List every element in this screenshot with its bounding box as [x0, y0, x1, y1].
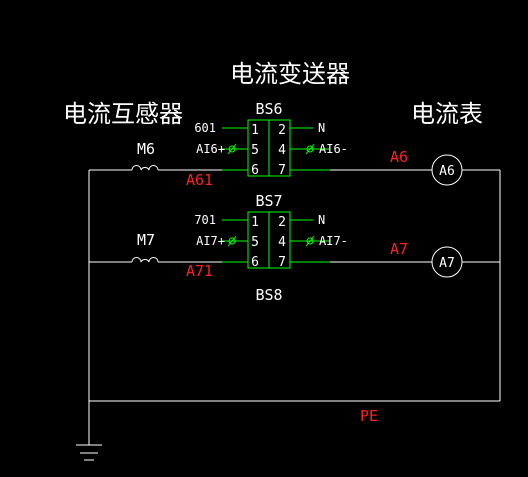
pin-number: 1	[251, 215, 259, 230]
ammeter-label: A6	[439, 164, 455, 179]
heading-transformer: 电流互感器	[63, 100, 183, 128]
pin-number: 6	[251, 163, 259, 178]
pin-number: 5	[251, 235, 259, 250]
signal-label: N	[318, 121, 325, 135]
slashed-circle-terminal-icon	[305, 143, 315, 155]
transmitter-bs6: BS6 1 2 5 4 6 7 601 AI6+ N AI6-	[194, 100, 348, 178]
heading-transmitter: 电流变送器	[230, 60, 350, 88]
slashed-circle-terminal-icon	[305, 235, 315, 247]
transmitter-bs8-name: BS8	[255, 286, 282, 304]
signal-label: AI6+	[196, 142, 225, 156]
ground-icon	[76, 444, 102, 461]
pin-number: 4	[278, 235, 286, 250]
transformer-m6: M6	[131, 140, 159, 171]
pin-number: 6	[251, 255, 259, 270]
signal-label: 701	[194, 213, 216, 227]
slashed-circle-terminal-icon	[227, 235, 237, 247]
signal-label: AI7+	[196, 234, 225, 248]
net-label-pe: PE	[360, 407, 378, 425]
ammeter-label: A7	[439, 256, 455, 271]
wiring	[88, 169, 501, 445]
ct-coil-icon	[131, 257, 159, 263]
transmitter-name: BS7	[255, 192, 282, 210]
pin-number: 2	[278, 123, 286, 138]
pin-number: 1	[251, 123, 259, 138]
transmitter-bs7: BS7 1 2 5 4 6 7 701 AI7+ N AI7-	[194, 192, 348, 270]
heading-ammeter: 电流表	[411, 100, 483, 128]
pin-number: 2	[278, 215, 286, 230]
pin-number: 7	[278, 255, 286, 270]
signal-label: AI7-	[319, 234, 348, 248]
net-label-a6: A6	[390, 148, 408, 166]
transformer-label: M7	[137, 231, 155, 249]
net-label-a61: A61	[186, 171, 213, 189]
slashed-circle-terminal-icon	[227, 143, 237, 155]
pin-number: 7	[278, 163, 286, 178]
pin-number: 5	[251, 143, 259, 158]
signal-label: 601	[194, 121, 216, 135]
transformer-label: M6	[137, 140, 155, 158]
ammeter-a7: A7	[431, 246, 463, 278]
pin-number: 4	[278, 143, 286, 158]
signal-label: N	[318, 213, 325, 227]
net-label-a71: A71	[186, 262, 213, 280]
ammeter-a6: A6	[431, 154, 463, 186]
signal-label: AI6-	[319, 142, 348, 156]
net-label-a7: A7	[390, 240, 408, 258]
transformer-m7: M7	[131, 231, 159, 263]
transmitter-name: BS6	[255, 100, 282, 118]
ct-coil-icon	[131, 165, 159, 171]
